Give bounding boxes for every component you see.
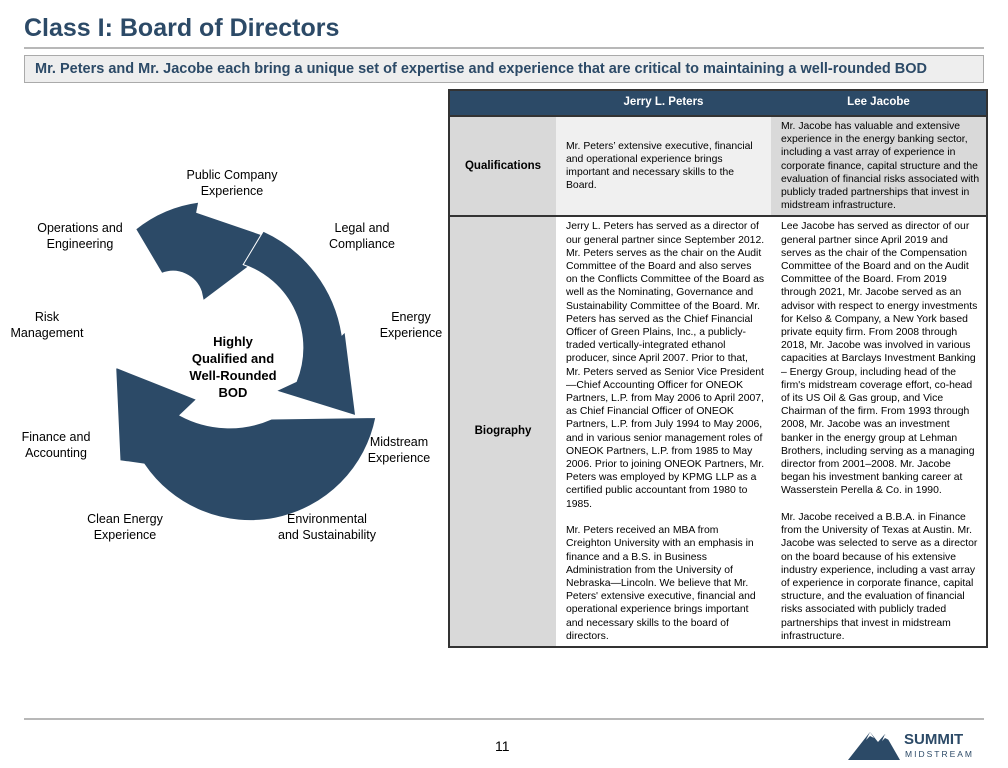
row-label-qualifications: Qualifications	[449, 116, 556, 218]
row-label-biography: Biography	[449, 216, 556, 647]
label-environmental-and-sustainability: Environmental and Sustainability	[278, 512, 376, 542]
footer-divider	[24, 718, 984, 720]
label-finance-and-accounting: Finance and Accounting	[21, 430, 91, 460]
cycle-arrow-top	[135, 201, 283, 302]
jacobe-qualifications: Mr. Jacobe has valuable and extensive ex…	[771, 116, 987, 218]
expertise-cycle-diagram	[115, 201, 377, 522]
title-divider	[24, 47, 984, 49]
label-energy-experience: Energy Experience	[379, 310, 443, 340]
jacobe-biography: Lee Jacobe has served as director of our…	[771, 216, 987, 647]
label-clean-energy-experience: Clean Energy Experience	[87, 512, 163, 542]
label-public-company-experience: Public Company Experience	[186, 168, 278, 198]
summit-midstream-logo: SUMMIT MIDSTREAM	[848, 731, 974, 760]
cycle-arrow-bottom	[115, 366, 377, 522]
table-header-row: Jerry L. Peters Lee Jacobe	[449, 90, 987, 117]
page-title: Class I: Board of Directors	[24, 14, 340, 42]
table-row-biography: Biography Jerry L. Peters has served as …	[449, 216, 987, 647]
label-legal-and-compliance: Legal and Compliance	[328, 221, 395, 251]
director-comparison-table: Jerry L. Peters Lee Jacobe Qualification…	[448, 89, 988, 648]
header-lee-jacobe: Lee Jacobe	[771, 90, 987, 117]
label-midstream-experience: Midstream Experience	[367, 435, 431, 465]
peters-qualifications: Mr. Peters’ extensive executive, financi…	[556, 116, 771, 218]
cycle-arrow-right	[242, 230, 357, 417]
label-operations-and-engineering: Operations and Engineering	[37, 221, 123, 251]
peters-biography: Jerry L. Peters has served as a director…	[556, 216, 771, 647]
header-empty	[449, 90, 556, 117]
cycle-center-label: Highly Qualified and Well-Rounded BOD	[189, 334, 277, 400]
mountain-icon	[848, 732, 900, 760]
label-risk-management: Risk Management	[10, 310, 84, 340]
header-jerry-peters: Jerry L. Peters	[556, 90, 771, 117]
page-number: 11	[495, 738, 510, 754]
logo-word-summit: SUMMIT	[904, 731, 963, 748]
table-row-qualifications: Qualifications Mr. Peters’ extensive exe…	[449, 116, 987, 218]
logo-word-midstream: MIDSTREAM	[905, 749, 974, 759]
page-subtitle-banner: Mr. Peters and Mr. Jacobe each bring a u…	[24, 55, 984, 83]
